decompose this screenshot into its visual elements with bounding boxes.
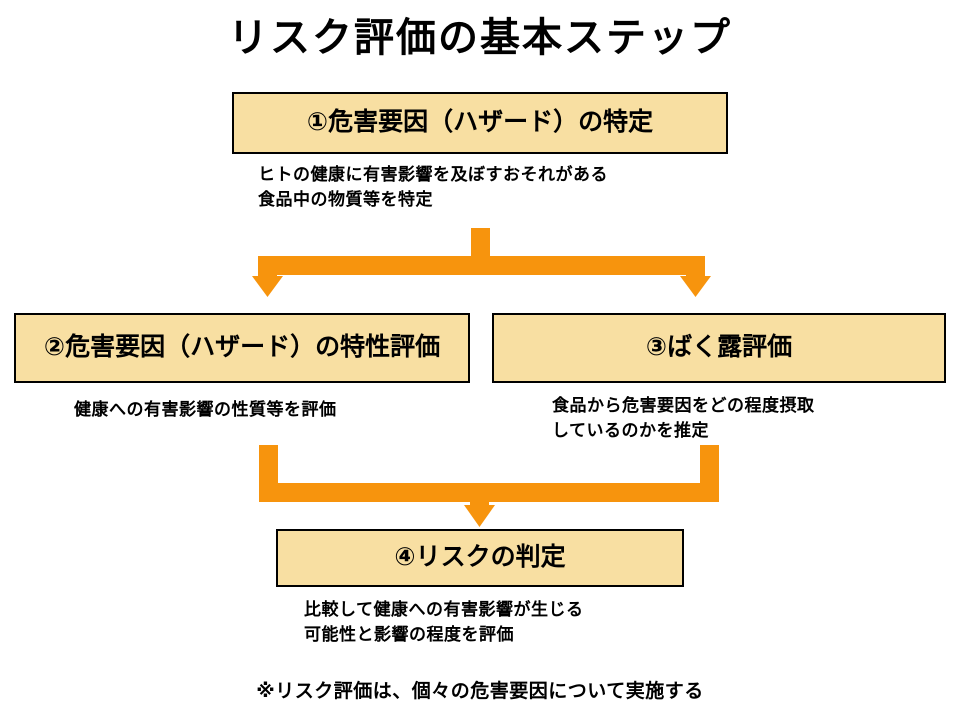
footnote-note: ※リスク評価は、個々の危害要因について実施する bbox=[256, 681, 704, 702]
step-box-4-label: ④リスクの判定 bbox=[394, 543, 566, 572]
step-1-caption: ヒトの健康に有害影響を及ぼすおそれがある 食品中の物質等を特定 bbox=[258, 165, 608, 209]
step-box-3-exposure-assessment[interactable]: ③ばく露評価 bbox=[492, 313, 946, 383]
step-box-1-label: ①危害要因（ハザード）の特定 bbox=[306, 108, 654, 137]
step-box-2-hazard-characterization[interactable]: ②危害要因（ハザード）の特性評価 bbox=[14, 313, 470, 383]
split-arrow-step1-to-steps2and3 bbox=[252, 228, 711, 297]
step-box-3-label: ③ばく露評価 bbox=[645, 333, 793, 362]
step-4-caption: 比較して健康への有害影響が生じる 可能性と影響の程度を評価 bbox=[304, 600, 584, 644]
step-box-4-risk-characterization[interactable]: ④リスクの判定 bbox=[276, 529, 684, 587]
step-box-2-label: ②危害要因（ハザード）の特性評価 bbox=[43, 333, 441, 362]
page-title: リスク評価の基本ステップ bbox=[228, 16, 732, 60]
step-box-1-hazard-identification[interactable]: ①危害要因（ハザード）の特定 bbox=[232, 92, 728, 154]
step-2-caption: 健康への有害影響の性質等を評価 bbox=[74, 400, 337, 419]
step-3-caption: 食品から危害要因をどの程度摂取 しているのかを推定 bbox=[552, 396, 815, 440]
merge-arrow-steps2and3-to-step4 bbox=[259, 445, 719, 527]
